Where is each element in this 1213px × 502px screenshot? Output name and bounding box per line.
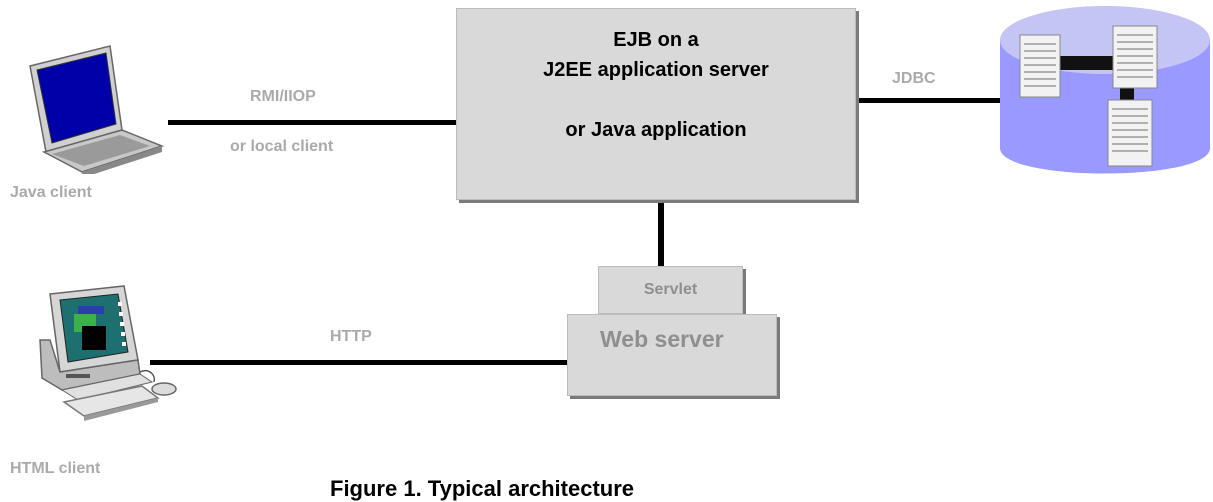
jdbc-label: JDBC — [892, 70, 936, 87]
http-connector-line — [150, 360, 568, 365]
database-icon — [1000, 6, 1210, 174]
database-table-3 — [1107, 99, 1153, 167]
ejb-server-box: EJB on a J2EE application server or Java… — [456, 8, 856, 200]
database-table-1 — [1019, 34, 1061, 98]
ejb-line-3: or Java application — [565, 119, 747, 141]
laptop-icon — [29, 45, 165, 174]
servlet-label: Servlet — [643, 281, 698, 298]
ejb-line-1: EJB on a — [613, 29, 699, 51]
servlet-connector-line — [658, 202, 664, 266]
database-table-2 — [1112, 25, 1158, 89]
rmi-label: RMI/IIOP — [250, 88, 316, 105]
java-client-label: Java client — [10, 184, 92, 201]
web-server-box: Web server — [567, 314, 777, 396]
ejb-line-2: J2EE application server — [543, 59, 769, 81]
jdbc-connector-line — [856, 98, 1002, 103]
html-client-label: HTML client — [10, 460, 101, 477]
http-label: HTTP — [330, 328, 372, 345]
local-client-label: or local client — [230, 138, 334, 155]
rmi-connector-line — [168, 120, 456, 125]
desktop-computer-icon — [39, 285, 177, 421]
web-server-label: Web server — [600, 326, 724, 352]
figure-caption: Figure 1. Typical architecture — [330, 476, 635, 501]
servlet-box: Servlet — [598, 266, 743, 314]
